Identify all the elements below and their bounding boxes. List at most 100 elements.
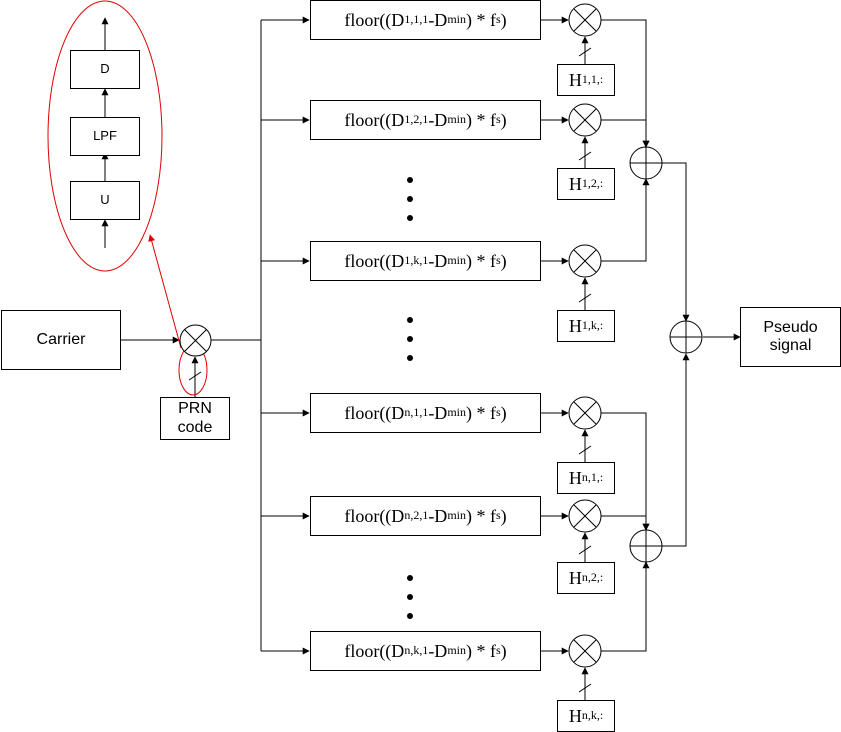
formula-text: -D [428,402,448,423]
ellipsis-dots-1 [407,177,413,221]
formula-text: floor((D [344,505,405,526]
prn-mixer [179,324,212,357]
formula-text: min [447,12,466,27]
formula-text: 1,k,1 [404,253,429,268]
bus-width-slash [578,293,592,303]
prn-code-block: PRN code [160,397,230,440]
summing-node [629,146,663,180]
highlight-ellipse-chain [47,0,163,272]
formula-text: ) * f [465,402,496,423]
carrier-label: Carrier [36,330,86,348]
formula-text: min [447,112,466,127]
coefficient-text: 1,2,: [581,176,604,191]
formula-text: n,2,1 [404,508,429,523]
coefficient-text: 1,k,: [581,318,604,333]
lpf-label: LPF [93,128,117,144]
coefficient-text: H [568,705,582,726]
bus-width-slash [578,545,592,555]
formula-text: -D [428,109,448,130]
formula-text: ) [500,109,507,130]
formula-text: s [495,405,501,420]
formula-text: ) * f [465,640,496,661]
coefficient-text: H [568,173,582,194]
formula-text: n,1,1 [404,405,429,420]
formula-text: ) [500,640,507,661]
formula-text: -D [428,640,448,661]
coefficient-text: H [568,315,582,336]
carrier-block: Carrier [1,310,121,370]
coefficient-text: H [568,467,582,488]
formula-text: n,k,1 [404,643,429,658]
formula-text: 1,1,1 [404,12,429,27]
downsample-label: D [100,61,110,77]
formula-text: -D [428,9,448,30]
formula-text: 1,2,1 [404,112,429,127]
branch-mixer [568,634,602,668]
bus-width-slash [578,445,592,455]
formula-text: s [495,508,501,523]
formula-text: ) [500,250,507,271]
pseudo-signal-block: Pseudo signal [740,307,841,367]
mixer-to-sum-wire [601,515,650,531]
mixer-to-sum-wire [601,412,650,531]
bus-width-slash [578,683,592,693]
formula-text: ) * f [465,9,496,30]
mixer-to-sum-wire [601,178,650,262]
formula-text: ) * f [465,505,496,526]
coefficient-text: H [568,567,582,588]
formula-text: ) * f [465,250,496,271]
prn-label: PRN code [177,400,213,436]
downsample-block: D [70,50,140,89]
formula-text: -D [428,250,448,271]
coefficient-text: n,2,: [581,570,604,585]
formula-text: min [447,405,466,420]
upsample-label: U [100,192,110,208]
formula-text: s [495,112,501,127]
formula-text: -D [428,505,448,526]
mixer-to-sum-wire [601,19,650,148]
ellipsis-dots-2 [407,317,413,361]
formula-text: floor((D [344,402,405,423]
mixer-to-sum-wire [601,119,650,148]
formula-text: floor((D [344,109,405,130]
formula-text: ) * f [465,109,496,130]
branch-mixer [568,396,602,430]
formula-text: floor((D [344,250,405,271]
bus-width-slash [578,151,592,161]
lpf-block: LPF [70,117,140,156]
formula-text: s [495,643,501,658]
formula-text: min [447,508,466,523]
coefficient-text: n,k,: [581,708,604,723]
formula-text: ) [500,402,507,423]
pseudo-signal-label: Pseudo signal [763,318,818,354]
branch-mixer [568,103,602,137]
summing-node [629,529,663,563]
formula-text: s [495,12,501,27]
formula-text: min [447,643,466,658]
mixer-to-sum-wire [601,561,650,652]
summing-node [669,320,703,354]
branch-mixer [568,3,602,37]
coefficient-text: 1,1,: [581,72,604,87]
branch-mixer [568,499,602,533]
formula-text: floor((D [344,640,405,661]
ellipsis-dots-3 [407,575,413,619]
coefficient-text: H [568,69,582,90]
bus-width-slash [578,47,592,57]
formula-text: ) [500,505,507,526]
formula-text: floor((D [344,9,405,30]
upsample-block: U [70,181,140,220]
